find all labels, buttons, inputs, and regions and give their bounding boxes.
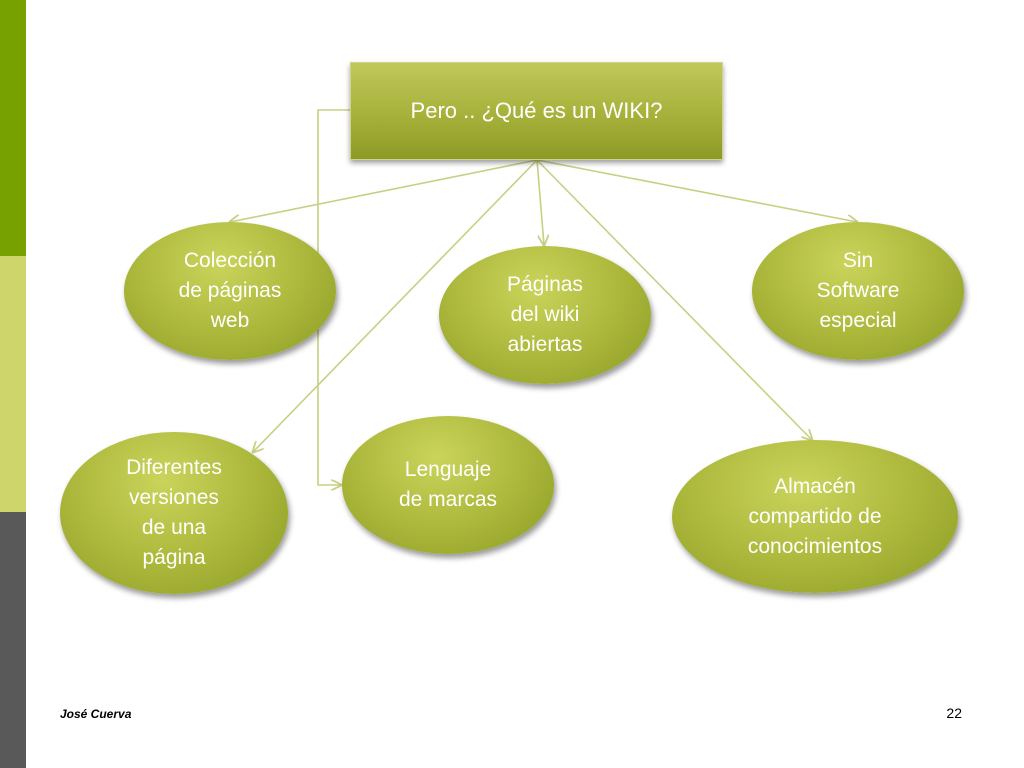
node-versiones-text: Diferentes versiones de una página bbox=[126, 456, 222, 569]
node-coleccion: Colección de páginas web bbox=[124, 222, 336, 360]
node-coleccion-text: Colección de páginas web bbox=[178, 249, 282, 332]
connector-coleccion bbox=[230, 159, 538, 222]
connector-versiones bbox=[253, 159, 538, 452]
author-name: José Cuerva bbox=[60, 707, 132, 721]
node-almacen-text: Almacén compartido de conocimientos bbox=[747, 474, 883, 558]
node-paginas-abiertas-text: Páginas del wiki abiertas bbox=[507, 273, 583, 356]
node-lenguaje: Lenguaje de marcas bbox=[342, 416, 554, 554]
node-lenguaje-text: Lenguaje de marcas bbox=[398, 458, 498, 511]
connector-almacen bbox=[536, 159, 812, 440]
side-bar-gray bbox=[0, 512, 26, 768]
title-box: Pero .. ¿Qué es un WIKI? bbox=[350, 62, 723, 160]
node-sin-software-text: Sin Software especial bbox=[816, 249, 900, 332]
title-text: Pero .. ¿Qué es un WIKI? bbox=[410, 98, 663, 123]
node-almacen: Almacén compartido de conocimientos bbox=[672, 440, 958, 593]
connector-sin-software bbox=[536, 159, 857, 222]
node-sin-software: Sin Software especial bbox=[752, 222, 964, 360]
side-bar-light-green bbox=[0, 256, 26, 512]
side-bar-green bbox=[0, 0, 26, 256]
node-versiones: Diferentes versiones de una página bbox=[60, 432, 288, 594]
node-paginas-abiertas: Páginas del wiki abiertas bbox=[439, 246, 651, 384]
page-number: 22 bbox=[946, 705, 962, 721]
connector-paginas-abiertas bbox=[536, 159, 544, 245]
